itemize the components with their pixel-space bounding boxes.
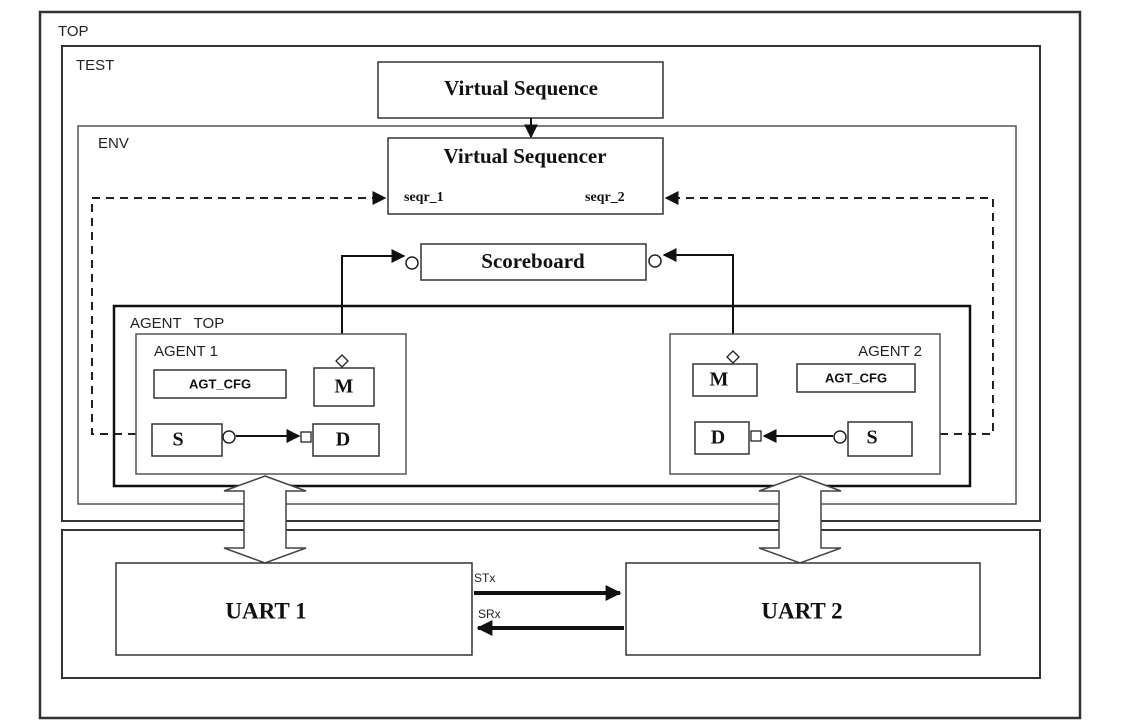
driver2-box	[694, 421, 750, 455]
uart1-label: UART 1	[225, 598, 306, 623]
scoreboard-export-left	[405, 256, 419, 270]
srx-label: SRx	[478, 607, 501, 621]
agt-cfg-1-label: AGT_CFG	[189, 376, 251, 391]
sequencer2-export	[833, 430, 847, 444]
monitor2-to-scoreboard	[662, 248, 734, 355]
monitor1-port	[335, 354, 349, 368]
scoreboard-box	[420, 243, 647, 281]
env-container	[77, 125, 1017, 505]
uart2-box	[625, 562, 981, 656]
driver2-label: D	[711, 427, 725, 449]
agt-cfg-1-box	[153, 369, 287, 399]
agt-cfg-2-label: AGT_CFG	[825, 370, 887, 385]
monitor1-label: M	[335, 376, 354, 398]
seqr1-dashed-link	[91, 191, 387, 435]
sequencer1-box	[151, 423, 223, 457]
test-label: TEST	[76, 57, 114, 74]
sequencer2-label: S	[866, 427, 877, 449]
agent1-uart1-interface-arrow	[223, 475, 307, 564]
agent-top-label: AGENT TOP	[130, 315, 224, 332]
agent2-uart2-interface-arrow	[758, 475, 842, 564]
virtual-sequencer-label: Virtual Sequencer	[443, 144, 606, 168]
dut-container	[61, 529, 1041, 679]
driver1-port	[300, 431, 312, 443]
uart2-label: UART 2	[761, 598, 842, 623]
env-label: ENV	[98, 135, 129, 152]
monitor1-to-scoreboard	[341, 249, 406, 355]
agt-cfg-2-box	[796, 363, 916, 393]
scoreboard-label: Scoreboard	[481, 249, 585, 273]
scoreboard-export-right	[648, 254, 662, 268]
agent1-label: AGENT 1	[154, 343, 218, 360]
monitor2-box	[692, 363, 758, 397]
monitor1-box	[313, 367, 375, 407]
agent2-label: AGENT 2	[858, 343, 922, 360]
uart1-box	[115, 562, 473, 656]
virtual-sequence-box	[377, 61, 664, 119]
stx-label: STx	[474, 571, 495, 585]
driver1-box	[312, 423, 380, 457]
virtual-sequencer-box	[387, 137, 664, 215]
sequencer2-box	[847, 421, 913, 457]
agent-top-container	[112, 304, 972, 488]
top-container	[38, 10, 1082, 720]
monitor2-port	[726, 350, 740, 364]
top-label: TOP	[58, 23, 89, 40]
seqr-1-label: seqr_1	[404, 190, 444, 205]
driver1-label: D	[336, 429, 350, 451]
monitor2-label: M	[710, 369, 729, 391]
seqr-2-label: seqr_2	[585, 190, 625, 205]
seqr2-dashed-link	[664, 191, 994, 435]
sequencer1-export	[222, 430, 236, 444]
sequencer1-label: S	[172, 429, 183, 451]
driver2-port	[750, 430, 762, 442]
test-container	[61, 45, 1041, 522]
virtual-sequence-label: Virtual Sequence	[444, 76, 598, 100]
